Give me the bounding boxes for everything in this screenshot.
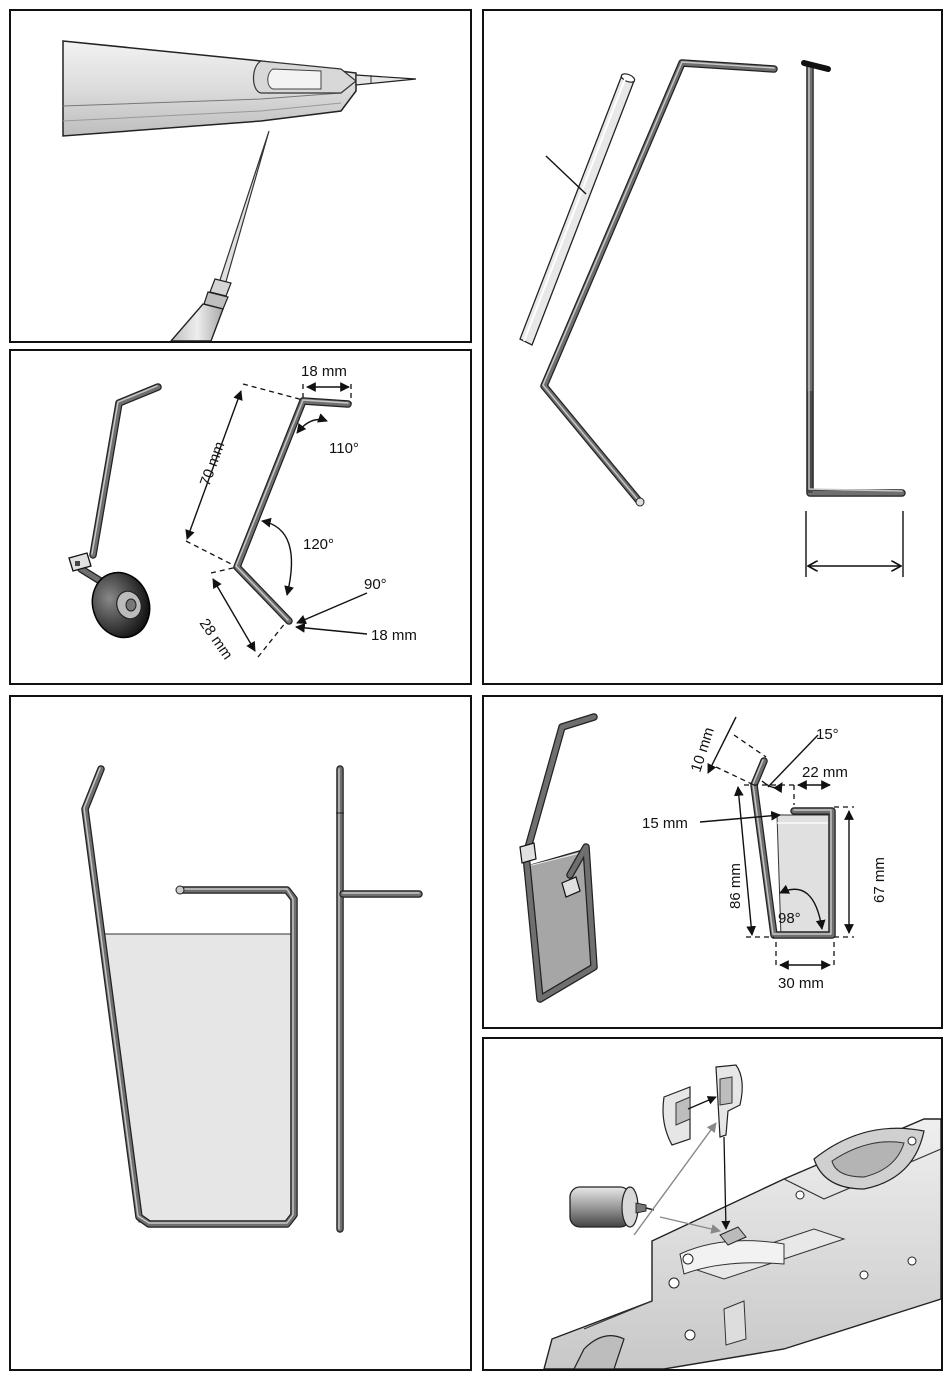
panel-rudder-wire	[9, 695, 472, 1371]
angle-arc-mid	[262, 521, 291, 595]
panel-rudder-dimensions: 10 mm 15° 22 mm 15 mm 86 mm 67 mm 98° 30…	[482, 695, 943, 1029]
hinge-left	[663, 1087, 690, 1145]
leader-18mm	[296, 627, 367, 634]
right-wire	[336, 769, 419, 1229]
label-angle-top: 110°	[329, 440, 359, 457]
label-dim-bottom-side: 28 mm	[196, 616, 236, 663]
label-dim-slant: 10 mm	[688, 725, 718, 774]
label-angle-mid: 120°	[303, 536, 334, 553]
wire-tube-illustration	[484, 11, 941, 683]
rudder-3d	[520, 717, 594, 999]
label-dim-inner: 15 mm	[642, 815, 688, 832]
bent-wire	[543, 62, 774, 506]
panel-fuselage-assembly	[482, 1037, 943, 1371]
knife-handle	[63, 41, 356, 136]
panel-knife-awl	[9, 9, 472, 343]
panel-wire-tube	[482, 9, 943, 685]
panel-gear-wire-dimensions: 18 mm 110° 70 mm 120° 90° 28 mm 18 mm	[9, 349, 472, 685]
fuselage	[544, 1119, 941, 1369]
awl	[171, 131, 269, 341]
rudder-dimensions-diagram: 10 mm 15° 22 mm 15 mm 86 mm 67 mm 98° 30…	[484, 697, 941, 1027]
label-dim-bottom: 30 mm	[778, 975, 824, 992]
leader-90	[297, 593, 367, 623]
label-angle-bottom: 98°	[778, 910, 801, 927]
angle-arc-top	[297, 420, 327, 434]
label-dim-right-height: 67 mm	[871, 857, 888, 903]
knife-blade	[356, 75, 416, 85]
rudder-wire-illustration	[11, 697, 470, 1369]
motor	[570, 1187, 654, 1227]
leader-inner	[700, 815, 780, 822]
gear-wire-diagram: 18 mm 110° 70 mm 120° 90° 28 mm 18 mm	[11, 351, 470, 683]
straight-wire	[804, 63, 902, 493]
arrow-hinge	[688, 1097, 716, 1109]
leader-tube	[546, 156, 586, 194]
hinge-right	[716, 1065, 742, 1137]
wire-with-wheel	[69, 386, 159, 646]
dim-arrow-left-height	[738, 787, 752, 935]
knife-awl-illustration	[11, 11, 470, 341]
label-dim-top-right: 22 mm	[802, 764, 848, 781]
label-angle-bottom: 90°	[364, 576, 387, 593]
wheel-collar	[69, 553, 91, 571]
label-dim-bottom-end: 18 mm	[371, 627, 417, 644]
dimensioned-wire	[236, 400, 348, 621]
fuselage-assembly-illustration	[484, 1039, 941, 1369]
label-dim-left-height: 86 mm	[727, 863, 744, 909]
label-angle-top: 15°	[816, 726, 839, 743]
label-dim-top: 18 mm	[301, 363, 347, 380]
label-dim-long: 70 mm	[197, 439, 229, 488]
